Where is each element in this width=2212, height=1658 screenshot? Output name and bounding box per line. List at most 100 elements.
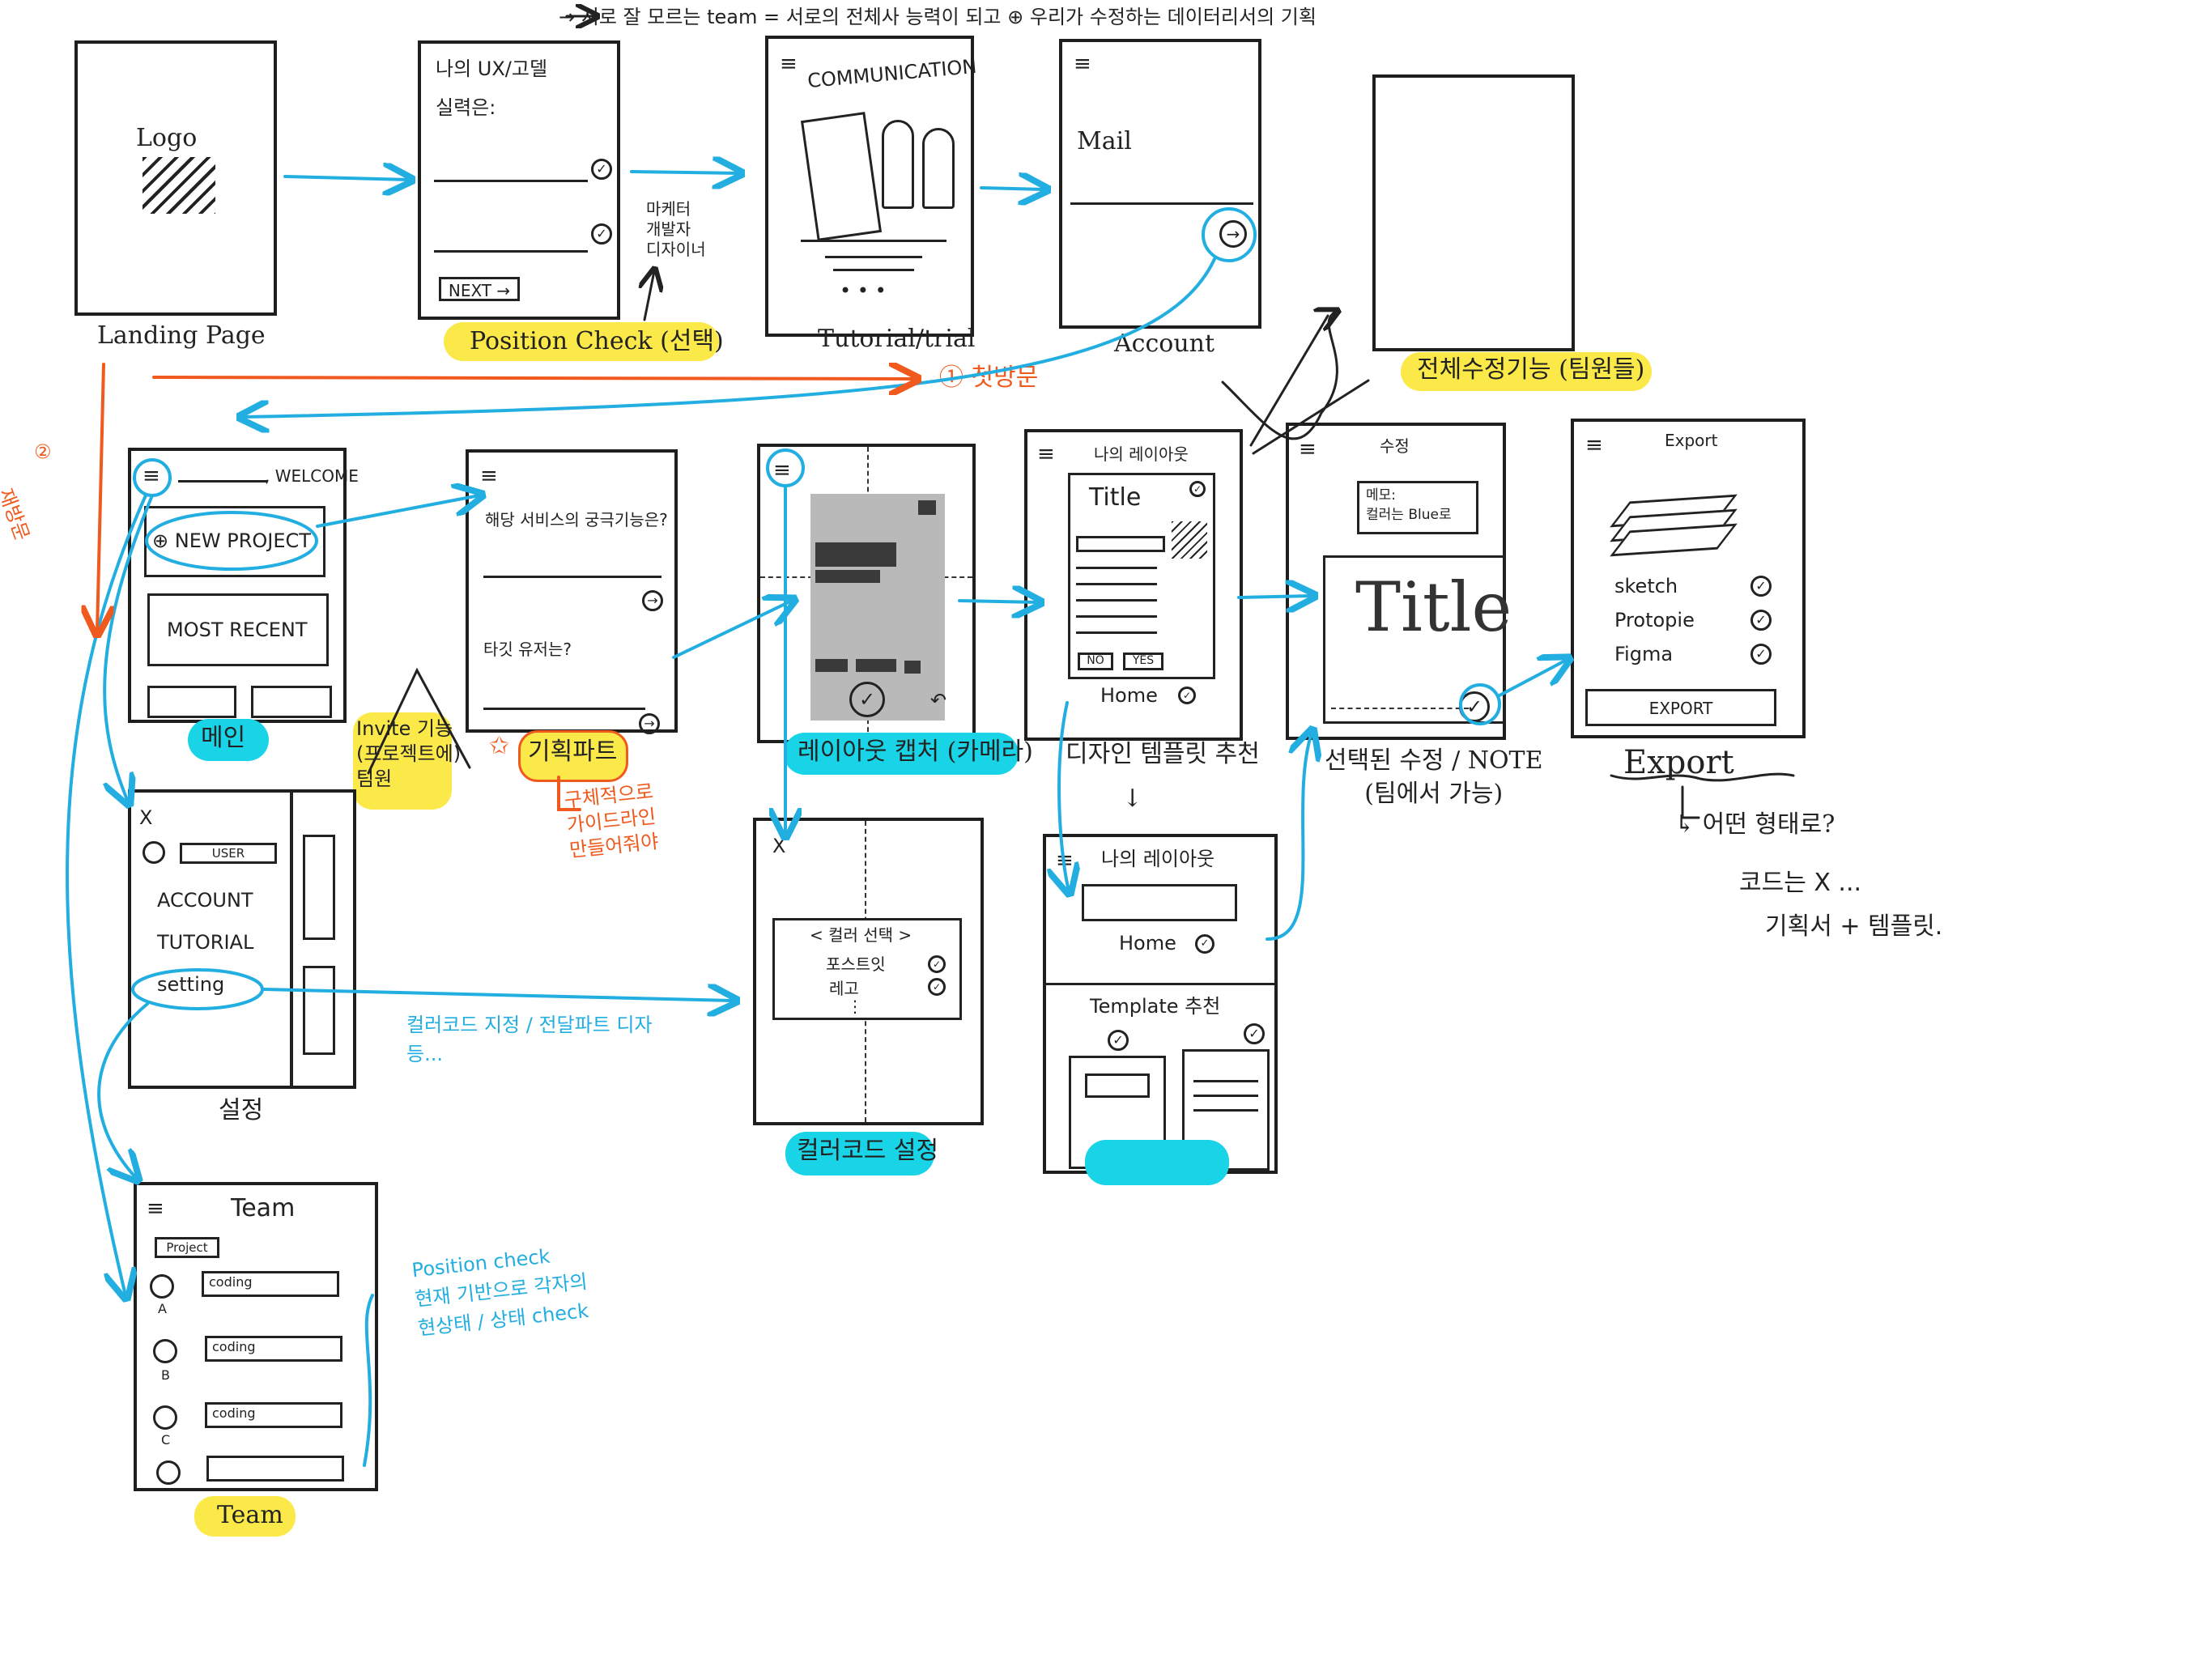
person-icon xyxy=(882,120,914,209)
capture-frame: ≡ ✓ ↶ xyxy=(757,444,976,743)
mylayout-panel xyxy=(1068,473,1215,679)
revisit-label: 재방문 xyxy=(0,485,34,544)
mylayout-hatch xyxy=(1172,521,1207,559)
logo-hatch xyxy=(143,157,215,214)
recent-thumb[interactable] xyxy=(251,686,332,718)
plan-frame: ≡ 해당 서비스의 궁극기능은? → 타깃 유저는? → xyxy=(466,449,678,734)
menu-icon[interactable]: ≡ xyxy=(1056,848,1074,873)
avatar xyxy=(153,1405,177,1430)
tutorial-frame: ≡ COMMUNICATION • • • xyxy=(765,36,978,337)
landing-frame: Logo xyxy=(74,40,277,316)
template-frame: ≡ 나의 레이아웃 Home ✓ Template 추천 ✓ ✓ xyxy=(1043,834,1278,1174)
check-icon[interactable]: ✓ xyxy=(1459,691,1490,722)
plan-note: 구체적으로 가이드라인 만들어줘야 xyxy=(563,780,660,862)
new-project-button[interactable]: ⊕ NEW PROJECT xyxy=(152,529,311,552)
team-note: Position check 현재 기반으로 각자의 현상태 / 상태 chec… xyxy=(410,1244,590,1340)
person-icon xyxy=(922,128,955,209)
team-row-field[interactable]: coding xyxy=(205,1402,342,1428)
go-arrow-icon[interactable]: → xyxy=(1219,220,1247,248)
avatar xyxy=(153,1339,177,1363)
position-frame: 나의 UX/고델 실력은: ✓ ✓ NEXT → xyxy=(418,40,620,320)
check-icon[interactable]: ✓ xyxy=(591,159,612,180)
team-project-tag[interactable]: Project xyxy=(155,1237,219,1258)
plan-caption: 기획파트 xyxy=(528,738,618,766)
color-more: ⋮ xyxy=(847,997,863,1016)
menu-icon[interactable]: ≡ xyxy=(147,1197,164,1221)
check-icon[interactable]: ✓ xyxy=(1750,610,1772,631)
team-row-letter: B xyxy=(161,1367,170,1383)
menu-icon[interactable]: ≡ xyxy=(780,52,798,76)
capture-preview xyxy=(810,494,945,721)
settings-item-setting[interactable]: setting xyxy=(157,973,225,996)
main-caption: 메인 xyxy=(201,724,246,752)
edit-canvas[interactable] xyxy=(1323,555,1506,724)
check-icon[interactable]: ✓ xyxy=(591,223,612,244)
most-recent-label: MOST RECENT xyxy=(167,619,308,641)
menu-icon[interactable]: ≡ xyxy=(1074,52,1091,76)
mylayout-frame: ≡ 나의 레이아웃 Title ✓ NO YES Home ✓ xyxy=(1024,429,1243,741)
menu-icon[interactable]: ≡ xyxy=(1299,437,1317,461)
check-icon[interactable]: ✓ xyxy=(1750,644,1772,665)
menu-icon[interactable]: ≡ xyxy=(1585,433,1603,457)
go-arrow-icon[interactable]: → xyxy=(642,590,663,611)
revisit-number: ② xyxy=(34,440,52,463)
mylayout-home[interactable]: Home xyxy=(1100,684,1158,707)
avatar xyxy=(150,1274,174,1299)
color-caption: 컬러코드 설정 xyxy=(797,1137,939,1165)
yes-button[interactable]: YES xyxy=(1123,653,1163,670)
tutorial-title: COMMUNICATION xyxy=(806,54,978,93)
export-frame: ≡ Export sketch ✓ Protopie ✓ Figma ✓ EXP… xyxy=(1571,419,1806,738)
color-close-icon[interactable]: X xyxy=(772,835,786,857)
team-frame: ≡ Team Project A coding B coding C codin… xyxy=(134,1182,378,1491)
plan-question-1: 해당 서비스의 궁극기능은? xyxy=(485,510,668,529)
color-item-lego[interactable]: 레고 xyxy=(829,979,859,998)
next-button[interactable]: NEXT → xyxy=(439,277,520,301)
settings-close-icon[interactable]: X xyxy=(139,806,153,829)
settings-item-tutorial[interactable]: TUTORIAL xyxy=(157,931,254,954)
edit-frame: ≡ 수정 메모: 컬러는 Blue로 Title ✓ xyxy=(1286,423,1512,740)
team-row-field[interactable]: coding xyxy=(205,1336,342,1362)
export-button[interactable]: EXPORT xyxy=(1585,689,1776,726)
color-item-postit[interactable]: 포스트잇 xyxy=(826,954,886,974)
main-frame: ≡ , WELCOME ⊕ NEW PROJECT MOST RECENT xyxy=(128,448,359,723)
back-arrow-icon[interactable]: ↶ xyxy=(930,689,947,712)
export-item-protopie: Protopie xyxy=(1614,609,1695,631)
settings-side-panel xyxy=(290,793,353,1086)
blank-frame xyxy=(1372,74,1575,351)
chevron-down-icon[interactable]: ✓ xyxy=(1195,934,1214,954)
no-button[interactable]: NO xyxy=(1078,653,1113,670)
settings-item-account[interactable]: ACCOUNT xyxy=(157,889,253,912)
position-side-note: 마케터 개발자 디자이너 xyxy=(646,199,706,259)
settings-user[interactable]: USER xyxy=(180,843,277,864)
team-row-field[interactable] xyxy=(206,1456,344,1482)
capture-shutter-button[interactable]: ✓ xyxy=(849,682,885,717)
go-arrow-icon[interactable]: → xyxy=(639,713,660,734)
edit-title: Title xyxy=(1355,568,1512,647)
recent-thumb[interactable] xyxy=(147,686,236,718)
check-icon[interactable]: ✓ xyxy=(1108,1030,1129,1051)
team-row-field[interactable]: coding xyxy=(202,1271,339,1297)
mylayout-caption: 디자인 템플릿 추천 xyxy=(1066,740,1260,768)
capture-caption: 레이아웃 캡처 (카메라) xyxy=(798,738,1033,766)
check-icon[interactable]: ✓ xyxy=(928,955,946,973)
check-icon[interactable]: ✓ xyxy=(1189,481,1206,497)
layers-icon xyxy=(1610,494,1744,557)
check-icon[interactable]: ✓ xyxy=(1750,576,1772,597)
check-icon[interactable]: ✓ xyxy=(1244,1023,1265,1044)
menu-icon[interactable]: ≡ xyxy=(143,464,160,488)
color-header: < 컬러 선택 > xyxy=(810,925,912,945)
account-mail-label: Mail xyxy=(1077,127,1132,155)
position-caption: Position Check (선택) xyxy=(470,327,724,355)
star-icon: ✩ xyxy=(489,732,510,760)
menu-icon[interactable]: ≡ xyxy=(773,458,791,483)
check-icon[interactable]: ✓ xyxy=(928,978,946,996)
export-header: Export xyxy=(1665,431,1718,450)
menu-icon[interactable]: ≡ xyxy=(480,464,498,488)
template-home[interactable]: Home xyxy=(1119,932,1176,954)
account-frame: ≡ Mail → xyxy=(1059,39,1261,329)
menu-icon[interactable]: ≡ xyxy=(1037,442,1055,466)
template-label: Template 추천 xyxy=(1090,995,1221,1018)
chevron-down-icon[interactable]: ✓ xyxy=(1178,687,1196,704)
settings-frame: X USER ACCOUNT TUTORIAL setting xyxy=(128,789,356,1089)
settings-caption: 설정 xyxy=(219,1096,264,1124)
